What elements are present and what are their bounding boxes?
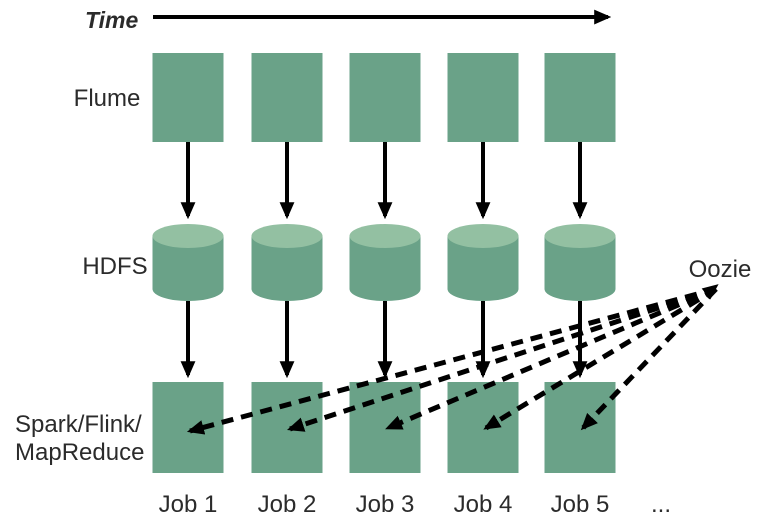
oozie-arrow-job-1: [186, 286, 717, 435]
flume-node-2: [251, 53, 323, 142]
pipeline-column-3: Job 3: [349, 53, 421, 518]
row-label-hdfs: HDFS: [82, 253, 147, 280]
cylinder-body-4: [447, 236, 519, 301]
flume-node-1: [152, 53, 224, 142]
cylinder-top-3: [349, 224, 421, 248]
job-label-3: Job 3: [356, 491, 415, 518]
flume-node-3: [349, 53, 421, 142]
pipeline-column-2: Job 2: [251, 53, 323, 518]
flume-node-4: [447, 53, 519, 142]
job-label-5: Job 5: [551, 491, 610, 518]
hdfs-cylinder-4: [447, 224, 519, 301]
oozie-arrow-job-5: [580, 287, 718, 431]
processing-node-2: [251, 382, 323, 473]
oozie-arrow-job-2: [286, 286, 717, 432]
pipeline-column-5: Job 5: [544, 53, 616, 518]
row-label-processing-line2: MapReduce: [15, 439, 144, 466]
cylinder-body-1: [152, 236, 224, 301]
row-label-flume: Flume: [74, 85, 141, 112]
hdfs-cylinder-1: [152, 224, 224, 301]
processing-node-5: [544, 382, 616, 473]
cylinder-body-3: [349, 236, 421, 301]
processing-node-4: [447, 382, 519, 473]
oozie-arrow-job-4: [483, 286, 718, 431]
row-label-processing-line1: Spark/Flink/: [15, 411, 142, 438]
job-ellipsis: ...: [651, 491, 671, 518]
cylinder-top-5: [544, 224, 616, 248]
hdfs-cylinder-5: [544, 224, 616, 301]
time-label: Time: [85, 7, 138, 33]
job-label-1: Job 1: [159, 491, 218, 518]
cylinder-top-2: [251, 224, 323, 248]
oozie-convergence-arrowhead-icon: [701, 284, 719, 300]
cylinder-top-4: [447, 224, 519, 248]
scheduler-label-oozie: Oozie: [689, 256, 752, 283]
job-label-2: Job 2: [258, 491, 317, 518]
hdfs-cylinder-3: [349, 224, 421, 301]
flume-node-5: [544, 53, 616, 142]
cylinder-body-5: [544, 236, 616, 301]
job-label-4: Job 4: [454, 491, 513, 518]
oozie-dispatch-arrows: [186, 284, 719, 435]
pipeline-column-1: Job 1: [152, 53, 224, 518]
processing-node-1: [152, 382, 224, 473]
pipeline-column-4: Job 4: [447, 53, 519, 518]
cylinder-top-1: [152, 224, 224, 248]
hdfs-cylinder-2: [251, 224, 323, 301]
cylinder-body-2: [251, 236, 323, 301]
